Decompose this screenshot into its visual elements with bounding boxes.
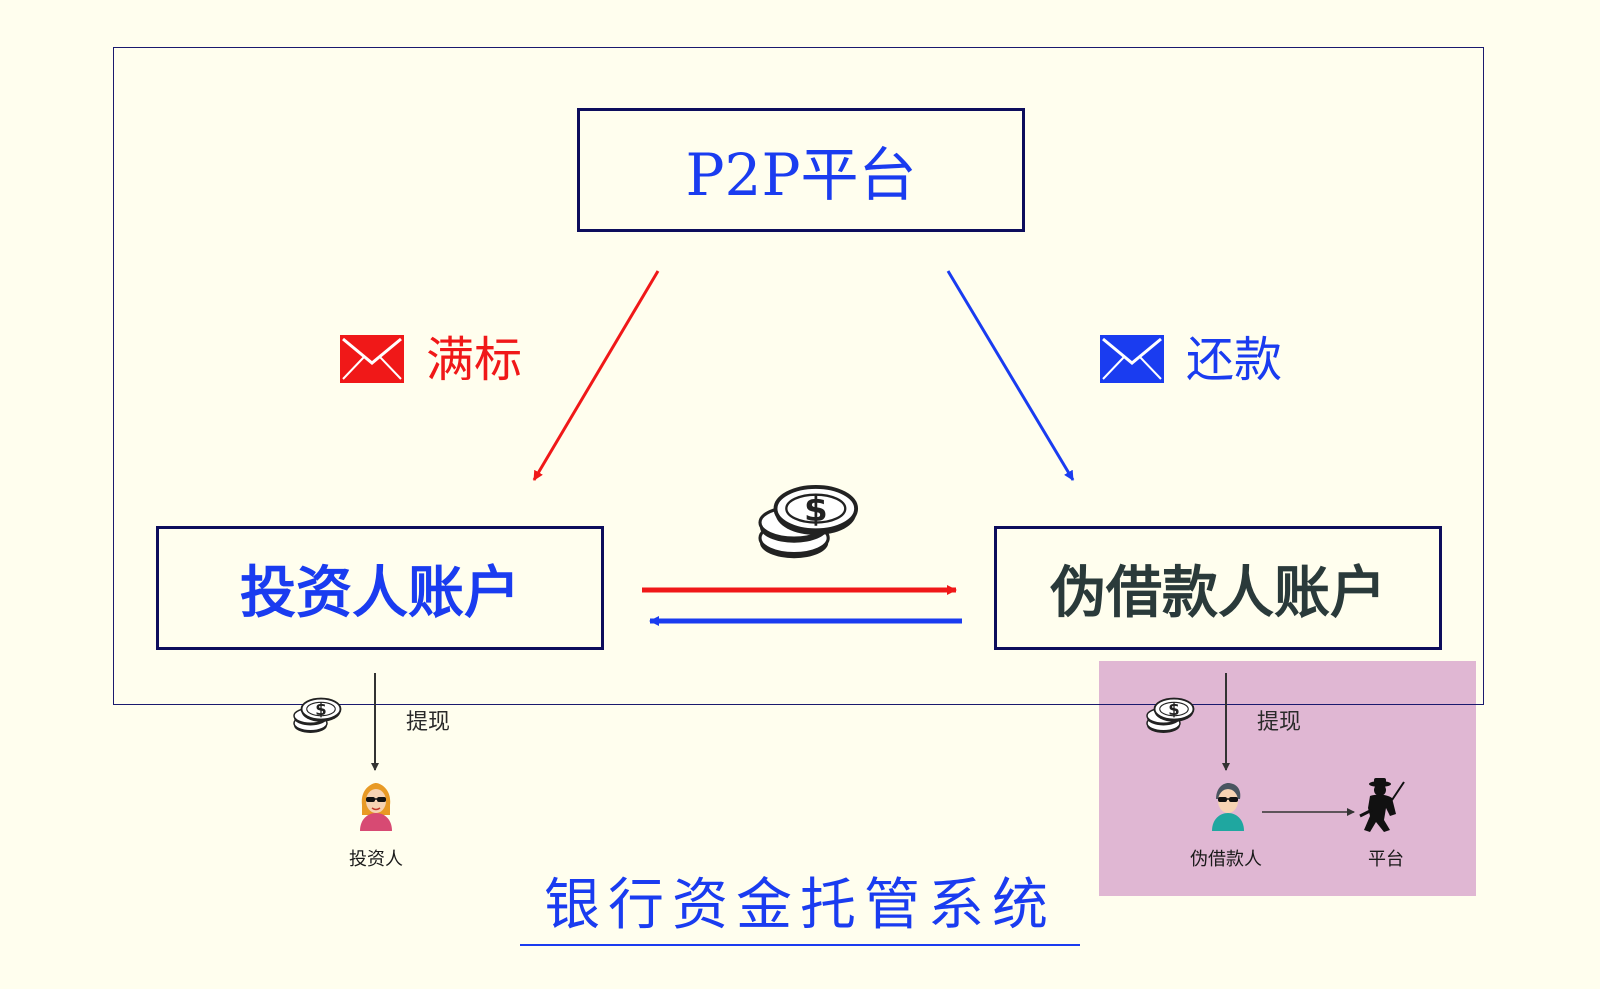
platform-person-label: 平台 bbox=[1368, 849, 1404, 870]
female-avatar-icon bbox=[360, 783, 392, 831]
coins-icon bbox=[758, 484, 859, 561]
bank-custody-frame bbox=[113, 47, 1484, 705]
investor-person-label: 投资人 bbox=[349, 849, 403, 870]
withdraw-label-right: 提现 bbox=[1257, 710, 1302, 735]
investor-account-label: 投资人账户 bbox=[240, 559, 520, 626]
bank-custody-system-title: 银行资金托管系统 bbox=[544, 873, 1056, 938]
borrower-account-box[interactable]: 伪借款人账户 bbox=[994, 526, 1442, 650]
envelope-icon bbox=[338, 333, 406, 385]
fake-borrower-person-label: 伪借款人 bbox=[1190, 849, 1262, 870]
platform-box[interactable]: P2P平台 bbox=[577, 108, 1025, 232]
repay-message-label: 还款 bbox=[1186, 332, 1283, 388]
platform-label: P2P平台 bbox=[685, 141, 917, 209]
coins-icon bbox=[1146, 697, 1195, 734]
thief-silhouette-icon bbox=[1359, 778, 1405, 832]
envelope-icon bbox=[1098, 333, 1166, 385]
investor-account-box[interactable]: 投资人账户 bbox=[156, 526, 604, 650]
coins-icon bbox=[293, 697, 342, 734]
full-message-label: 满标 bbox=[426, 332, 523, 388]
footer-underline bbox=[520, 944, 1080, 946]
male-avatar-icon bbox=[1212, 783, 1244, 831]
borrower-account-label: 伪借款人账户 bbox=[1050, 559, 1386, 626]
repay-arrow bbox=[946, 270, 1075, 481]
withdraw-label-left: 提现 bbox=[406, 710, 451, 735]
full-arrow bbox=[532, 270, 660, 481]
